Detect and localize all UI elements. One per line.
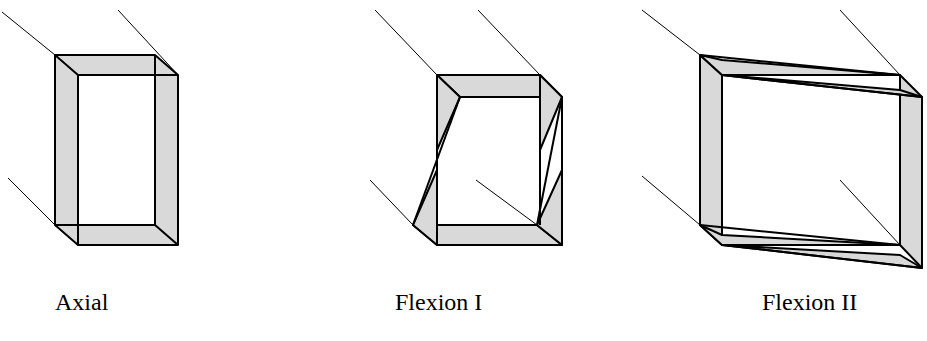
figure-caption: Axial — [55, 290, 108, 314]
figure-caption: Flexion I — [395, 290, 482, 314]
flexion-ii-section — [700, 55, 922, 268]
flexion-i-section — [413, 75, 562, 245]
depth-lines — [2, 10, 900, 245]
axial-section — [55, 55, 178, 245]
figure-caption: Flexion II — [762, 290, 857, 314]
